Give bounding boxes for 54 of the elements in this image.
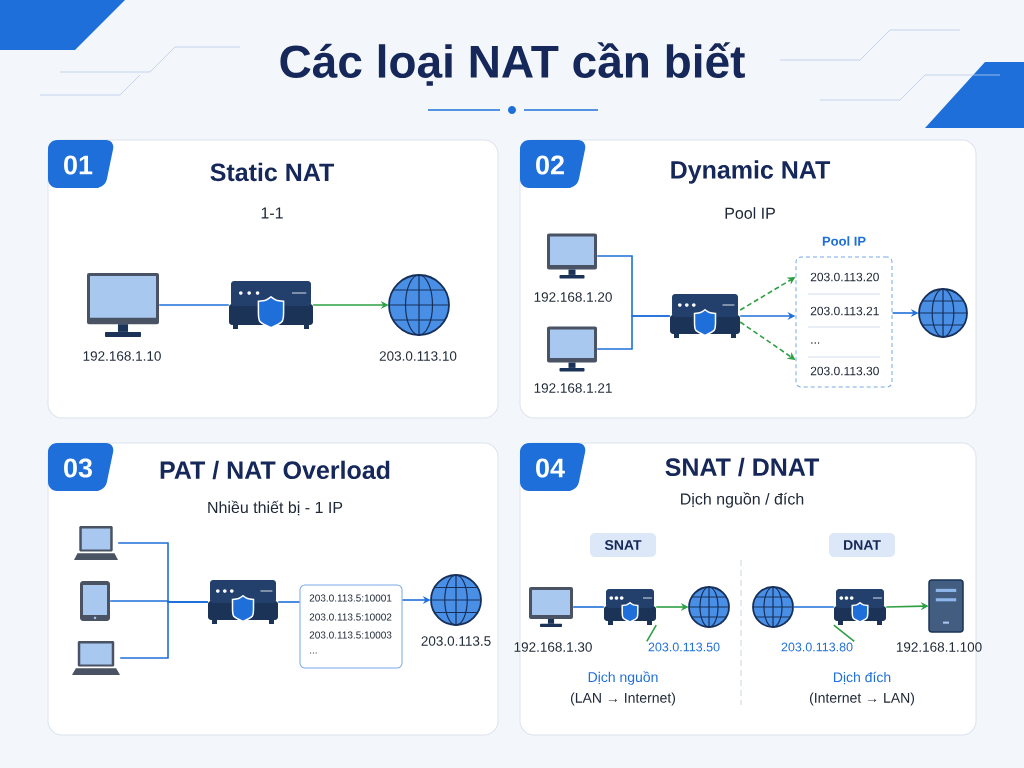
panel-title: Dynamic NAT <box>671 160 831 184</box>
node-label: 203.0.113.21 <box>810 306 879 316</box>
title: Các loại NAT cần biết <box>280 42 745 86</box>
panel-title: PAT / NAT Overload <box>160 460 390 480</box>
connector-line <box>596 315 671 350</box>
globe-icon <box>918 288 968 338</box>
ip-label: 203.0.113.50 <box>648 642 720 652</box>
router-icon <box>229 281 313 329</box>
caption-text: Dịch nguồn <box>588 671 658 685</box>
laptop-icon <box>72 641 120 675</box>
ip-label: 192.168.1.100 <box>896 642 982 652</box>
router-icon <box>604 589 656 625</box>
tablet-icon <box>80 581 110 621</box>
panel-subtitle: Nhiều thiết bị - 1 IP <box>208 500 343 516</box>
connector-line <box>277 601 301 603</box>
router-icon <box>834 589 886 625</box>
node-label: 203.0.113.30 <box>810 366 879 376</box>
laptop-icon <box>74 526 118 560</box>
connector-line <box>158 304 230 306</box>
caption-text: (Internet → LAN) <box>809 692 915 706</box>
panel-title: SNAT / DNAT <box>665 457 820 477</box>
ip-label: 203.0.113.5 <box>421 636 491 646</box>
panel-title: Static NAT <box>210 162 334 182</box>
number-badge: 01 <box>48 140 114 188</box>
ip-label: 203.0.113.10 <box>379 351 457 361</box>
ip-label: 203.0.113.80 <box>781 642 853 652</box>
connector-line <box>119 601 209 659</box>
address-list-box: 203.0.113.5:10001 203.0.113.5:10002 203.0.113.5:10003 ... <box>299 584 403 669</box>
router-icon <box>670 294 740 338</box>
address-list-box: 203.0.113.20 203.0.113.21 ... 203.0.113.30 <box>795 256 893 388</box>
globe-icon <box>752 586 794 628</box>
caption-text: (LAN → Internet) <box>570 692 676 706</box>
connector-line <box>792 606 835 608</box>
number-badge: 03 <box>48 443 114 491</box>
ip-label: 192.168.1.21 <box>534 383 612 393</box>
router-icon <box>208 580 278 624</box>
tag-pill: SNAT <box>590 533 656 557</box>
panel-subtitle: Dịch nguồn / đích <box>681 492 804 508</box>
leader-line <box>833 624 856 643</box>
tag-pill: DNAT <box>829 533 895 557</box>
ip-label: 192.168.1.30 <box>514 642 592 652</box>
caption-text: Dịch đích <box>834 671 891 685</box>
number-badge: 02 <box>520 140 586 188</box>
panel-subtitle: Pool IP <box>725 207 775 219</box>
list-heading: Pool IP <box>822 236 866 246</box>
node-label: 203.0.113.20 <box>810 272 879 282</box>
number-badge: 04 <box>520 443 586 491</box>
node-label: ... <box>811 342 820 344</box>
connector-line <box>572 606 605 608</box>
ip-label: 192.168.1.10 <box>83 351 161 361</box>
globe-icon <box>688 586 730 628</box>
leader-line <box>646 624 657 643</box>
panel-subtitle: 1-1 <box>261 207 283 219</box>
ip-label: 192.168.1.20 <box>534 292 612 302</box>
